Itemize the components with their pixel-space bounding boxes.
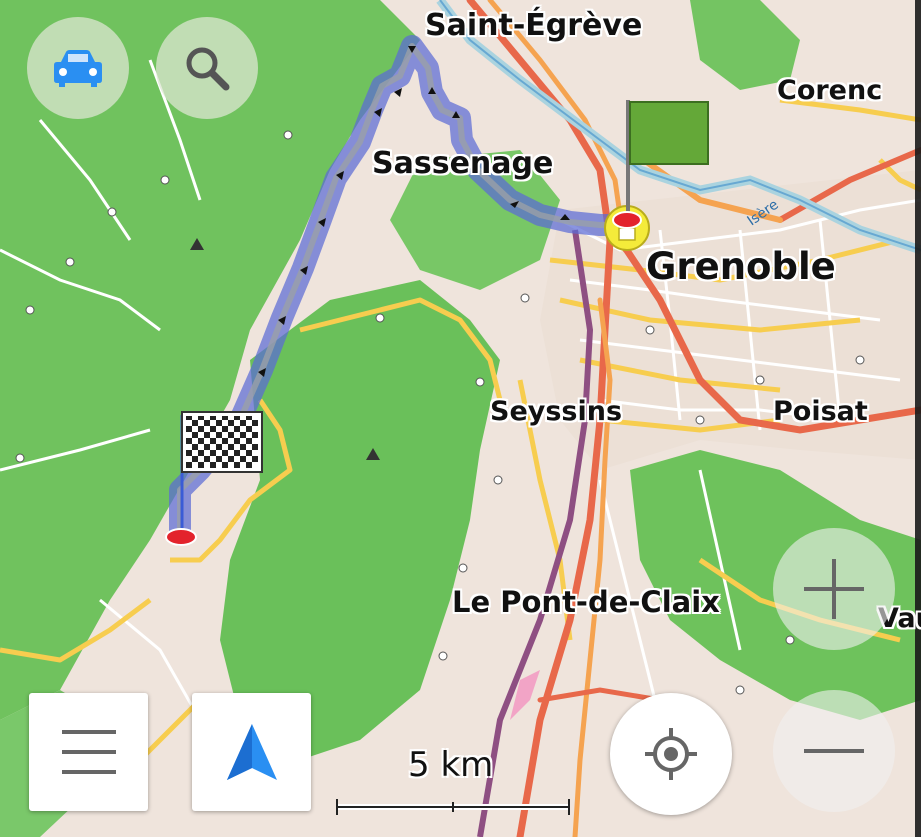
navigation-arrow-icon [226, 724, 277, 780]
forest-area [390, 150, 560, 290]
industrial-area [510, 670, 540, 720]
place-label-seyssins: Seyssins [490, 396, 623, 427]
route-direction-arrows [258, 46, 570, 377]
scale-bar [336, 799, 570, 815]
place-label-corenc: Corenc [777, 75, 883, 106]
peak-icon [190, 238, 204, 250]
menu-button[interactable] [29, 693, 148, 811]
zoom-in-button[interactable] [773, 528, 895, 650]
peak-icon [366, 448, 380, 460]
place-label-sassenage: Sassenage [372, 146, 554, 181]
map-points [15, 130, 865, 695]
finish-checkered-flag-icon [165, 411, 263, 546]
forest-area [220, 280, 500, 760]
forest-area [690, 0, 800, 90]
scale-label: 5 km [408, 745, 494, 785]
hamburger-menu-icon [61, 730, 116, 774]
zoom-out-button[interactable] [773, 690, 895, 812]
my-location-button[interactable] [610, 693, 732, 815]
minus-icon [804, 749, 864, 753]
search-button[interactable] [156, 17, 258, 119]
plus-icon [804, 559, 864, 619]
place-label-saint-egreve: Saint-Égrève [425, 8, 643, 43]
place-label-grenoble: Grenoble [646, 245, 836, 288]
search-icon [186, 47, 230, 91]
forest-area [0, 0, 420, 720]
start-green-flag-icon [604, 100, 709, 251]
car-icon [54, 50, 102, 87]
travel-mode-button[interactable] [27, 17, 129, 119]
navigation-button[interactable] [192, 693, 311, 811]
place-label-poisat: Poisat [773, 396, 868, 427]
place-label-le-pont-de-claix: Le Pont-de-Claix [452, 585, 720, 619]
crosshair-icon [645, 728, 697, 780]
motorway [477, 229, 594, 837]
